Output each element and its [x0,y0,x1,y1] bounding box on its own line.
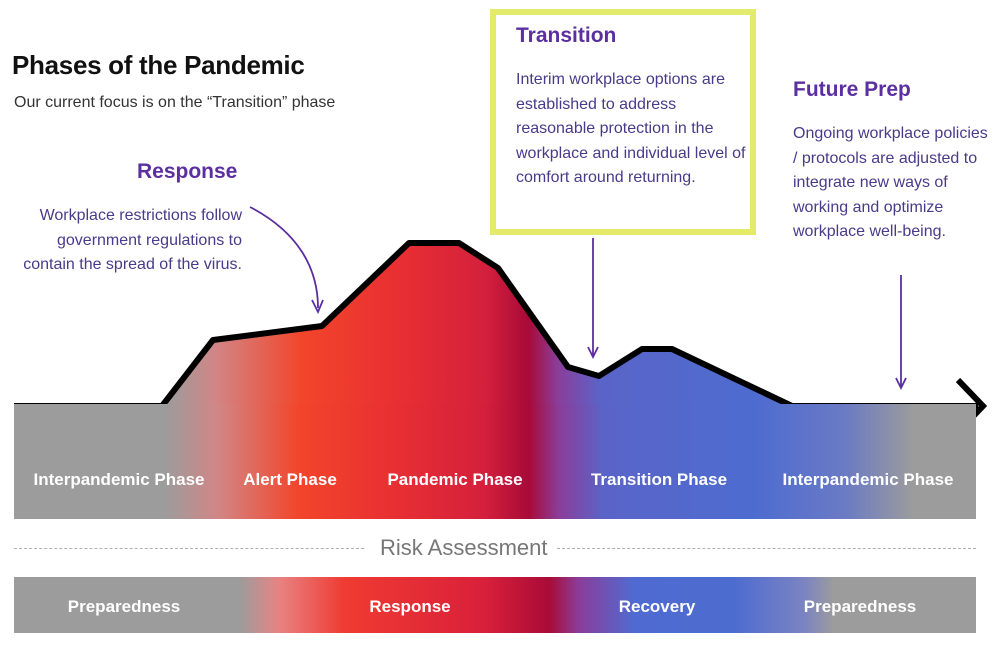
phase-label-interpandemic-future: Interpandemic Phase [782,470,954,489]
transition-description: Interim workplace options are establishe… [516,71,746,186]
phase-label-alert: Alert Phase [243,470,337,489]
transition-highlight-box [490,9,756,235]
transition-heading: Transition [516,24,617,47]
transition-arrowhead [587,346,599,360]
phase-band [14,404,976,519]
response-description: Workplace restrictions follow government… [23,207,242,273]
stage-label-recovery: Recovery [618,597,696,616]
stage-label-preparedness-future: Preparedness [803,597,917,616]
phase-label-interpandemic: Interpandemic Phase [33,470,205,489]
future-prep-description: Ongoing workplace policies / protocols a… [793,125,988,240]
risk-divider-left [14,548,364,549]
future-prep-heading: Future Prep [793,78,911,101]
phase-label-pandemic: Pandemic Phase [387,470,523,489]
page-subtitle: Our current focus is on the “Transition”… [14,94,336,111]
response-pointer-arrow [249,206,319,309]
page-title: Phases of the Pandemic [12,50,305,80]
response-heading: Response [137,160,238,183]
response-arrowhead [311,299,324,315]
stage-label-preparedness: Preparedness [67,597,181,616]
future-prep-arrowhead [895,377,907,391]
phase-label-transition: Transition Phase [590,470,728,489]
risk-assessment-label: Risk Assessment [380,535,548,560]
curve-line [14,240,978,409]
risk-divider-right [557,548,976,549]
stage-band [14,577,976,633]
stage-label-response: Response [369,597,451,616]
